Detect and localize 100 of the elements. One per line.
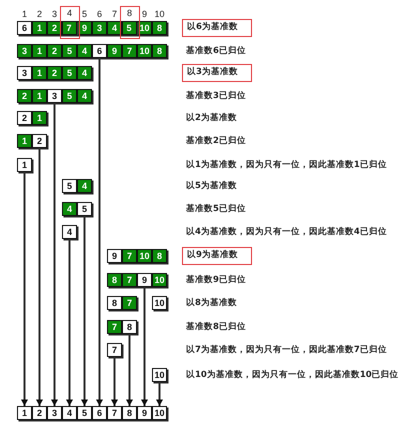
arrow bbox=[141, 287, 148, 406]
number-cell: 8 bbox=[152, 21, 167, 35]
number-cell: 5 bbox=[77, 202, 92, 216]
number-cell: 9 bbox=[137, 273, 152, 287]
step-note: 以5为基准数 bbox=[186, 180, 237, 192]
number-cell: 1 bbox=[32, 89, 47, 103]
number-cell: 10 bbox=[137, 44, 152, 58]
number-cell: 1 bbox=[17, 406, 32, 420]
number-cell: 4 bbox=[62, 225, 77, 239]
highlighted-note: 以6为基准数 bbox=[182, 19, 252, 37]
number-cell: 4 bbox=[107, 21, 122, 35]
number-cell: 8 bbox=[122, 320, 137, 334]
number-cell: 8 bbox=[152, 249, 167, 263]
number-cell: 8 bbox=[122, 406, 137, 420]
number-cell: 3 bbox=[47, 406, 62, 420]
step-note: 以4为基准数，因为只有一位，因此基准数4已归位 bbox=[186, 226, 387, 238]
number-cell: 10 bbox=[137, 249, 152, 263]
column-number: 1 bbox=[22, 9, 27, 20]
number-cell: 4 bbox=[77, 179, 92, 193]
number-cell: 5 bbox=[122, 20, 136, 34]
number-cell: 2 bbox=[17, 89, 32, 103]
column-number: 2 bbox=[37, 9, 42, 20]
number-cell: 10 bbox=[152, 368, 167, 382]
number-cell: 2 bbox=[32, 406, 47, 420]
arrow bbox=[21, 172, 28, 406]
number-cell: 7 bbox=[122, 273, 137, 287]
highlight-frame bbox=[60, 6, 80, 39]
number-cell: 2 bbox=[47, 21, 62, 35]
number-cell: 9 bbox=[107, 249, 122, 263]
number-cell: 5 bbox=[62, 66, 77, 80]
step-note: 基准数2已归位 bbox=[186, 135, 246, 147]
number-cell: 7 bbox=[107, 343, 122, 357]
number-cell: 1 bbox=[32, 66, 47, 80]
number-cell: 1 bbox=[17, 134, 32, 148]
column-number: 6 bbox=[97, 9, 102, 20]
arrow bbox=[156, 382, 163, 406]
number-cell: 1 bbox=[32, 111, 47, 125]
number-cell: 3 bbox=[17, 66, 32, 80]
column-number: 4 bbox=[67, 8, 72, 19]
number-cell: 2 bbox=[47, 66, 62, 80]
number-cell: 2 bbox=[17, 111, 32, 125]
highlight-frame bbox=[120, 6, 140, 39]
number-cell: 6 bbox=[17, 21, 32, 35]
number-cell: 9 bbox=[137, 406, 152, 420]
number-cell: 3 bbox=[92, 21, 107, 35]
arrow bbox=[111, 357, 118, 406]
number-cell: 6 bbox=[92, 406, 107, 420]
number-cell: 2 bbox=[32, 134, 47, 148]
step-note: 基准数5已归位 bbox=[186, 203, 246, 215]
number-cell: 8 bbox=[107, 296, 122, 310]
number-cell: 7 bbox=[122, 296, 137, 310]
number-cell: 5 bbox=[62, 44, 77, 58]
number-cell: 7 bbox=[107, 406, 122, 420]
number-cell: 2 bbox=[47, 44, 62, 58]
column-number: 7 bbox=[112, 9, 117, 20]
column-number: 8 bbox=[127, 8, 132, 19]
number-cell: 4 bbox=[77, 44, 92, 58]
column-number: 9 bbox=[142, 9, 147, 20]
step-note: 基准数3已归位 bbox=[186, 90, 246, 102]
number-cell: 1 bbox=[32, 21, 47, 35]
step-note: 以1为基准数，因为只有一位，因此基准数1已归位 bbox=[186, 159, 387, 171]
number-cell: 1 bbox=[17, 158, 32, 172]
number-cell: 8 bbox=[152, 44, 167, 58]
number-cell: 7 bbox=[62, 20, 76, 34]
number-cell: 4 bbox=[62, 406, 77, 420]
step-note: 以7为基准数，因为只有一位，因此基准数7已归位 bbox=[186, 344, 387, 356]
number-cell: 6 bbox=[92, 44, 107, 58]
number-cell: 9 bbox=[107, 44, 122, 58]
number-cell: 10 bbox=[152, 296, 167, 310]
step-note: 以8为基准数 bbox=[186, 297, 237, 309]
number-cell: 3 bbox=[17, 44, 32, 58]
step-note: 基准数6已归位 bbox=[186, 45, 246, 57]
number-cell: 5 bbox=[62, 179, 77, 193]
number-cell: 4 bbox=[77, 66, 92, 80]
number-cell: 7 bbox=[122, 44, 137, 58]
highlighted-note: 以9为基准数 bbox=[182, 247, 252, 265]
arrow bbox=[66, 239, 73, 406]
number-cell: 3 bbox=[47, 89, 62, 103]
arrow bbox=[36, 148, 43, 406]
step-note: 以2为基准数 bbox=[186, 112, 237, 124]
step-note: 基准数8已归位 bbox=[186, 321, 246, 333]
number-cell: 4 bbox=[77, 89, 92, 103]
number-cell: 5 bbox=[62, 89, 77, 103]
number-cell: 7 bbox=[122, 249, 137, 263]
highlighted-note: 以3为基准数 bbox=[182, 64, 252, 82]
number-cell: 8 bbox=[107, 273, 122, 287]
number-cell: 1 bbox=[32, 44, 47, 58]
arrow bbox=[126, 334, 133, 406]
arrow bbox=[51, 103, 58, 406]
number-cell: 7 bbox=[107, 320, 122, 334]
number-cell: 10 bbox=[152, 273, 167, 287]
column-number: 5 bbox=[82, 9, 87, 20]
column-number: 3 bbox=[52, 9, 57, 20]
arrow bbox=[81, 216, 88, 406]
number-cell: 10 bbox=[152, 406, 167, 420]
arrow bbox=[96, 58, 103, 406]
number-cell: 4 bbox=[62, 202, 77, 216]
step-note: 基准数9已归位 bbox=[186, 274, 246, 286]
column-number: 10 bbox=[154, 9, 164, 20]
number-cell: 5 bbox=[77, 406, 92, 420]
